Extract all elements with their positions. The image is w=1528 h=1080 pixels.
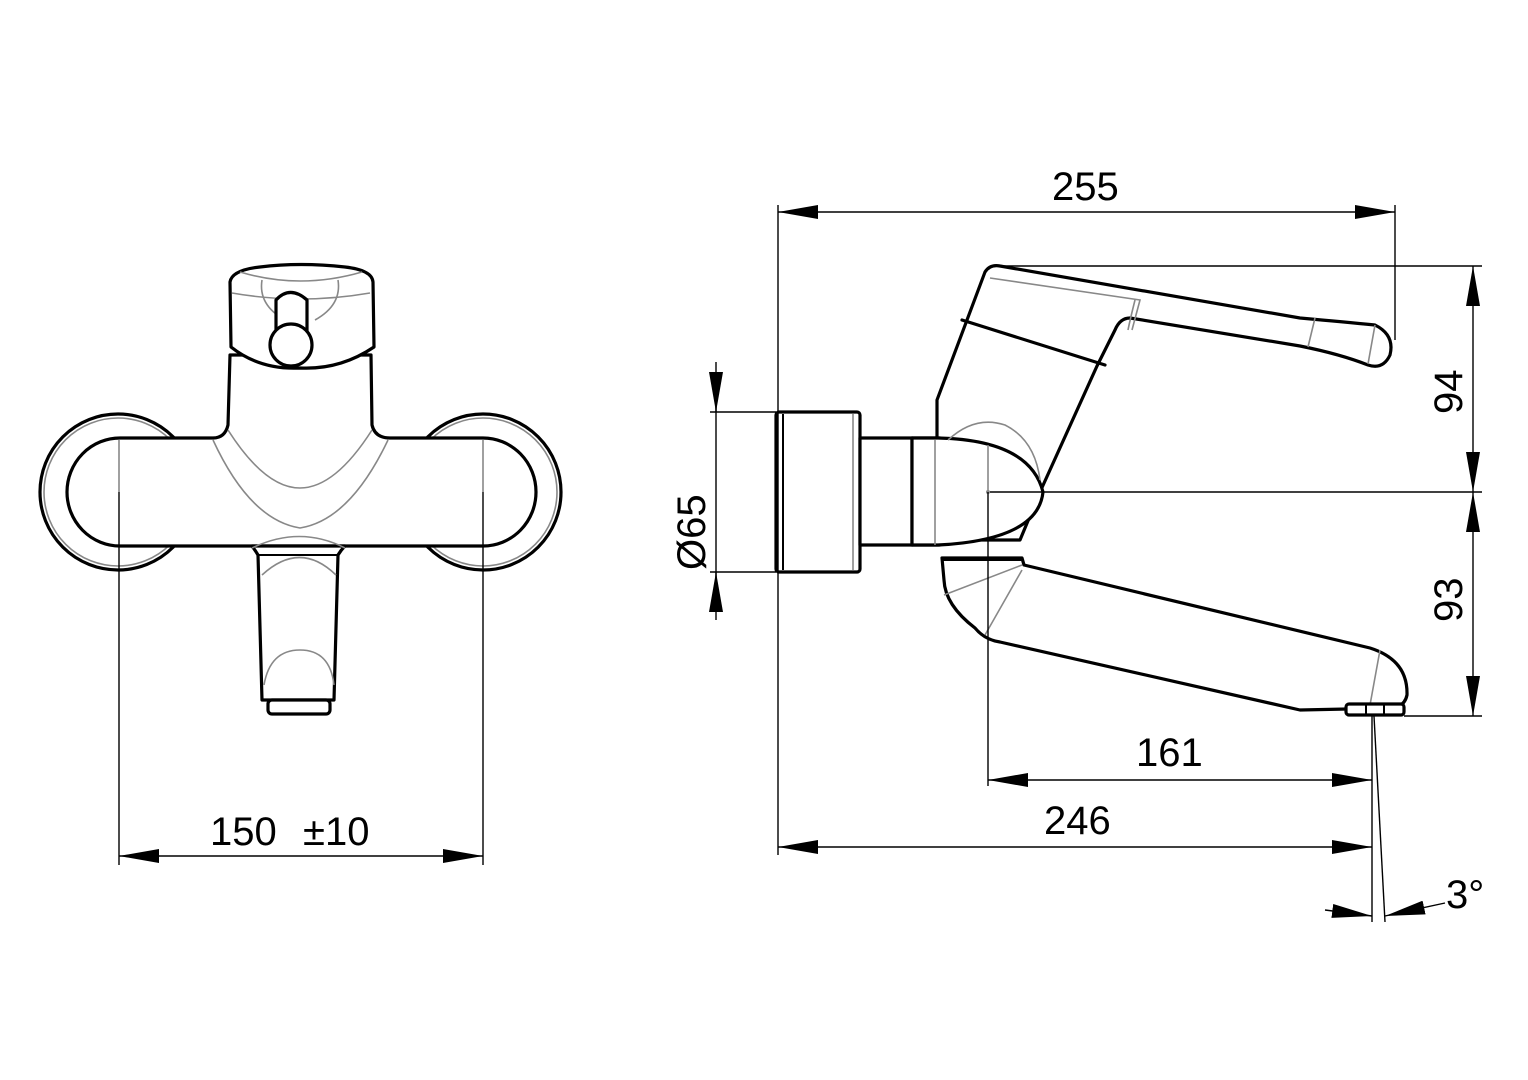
wall-rosette [774,410,862,574]
dimension-angle-label: 3° [1446,873,1484,917]
spout-side [940,556,1409,712]
aerator-front [266,698,332,716]
spout-front [250,544,347,702]
aerator-side [1344,702,1406,717]
dimension-246-label: 246 [1044,799,1111,843]
dimension-diameter-label: Ø65 [670,494,714,570]
dimension-150-label: 150 [210,810,277,854]
lever-handle [935,264,1393,542]
mixer-body [65,353,538,548]
dimension-94-label: 94 [1427,370,1471,415]
dimension-161-label: 161 [1136,731,1203,775]
dimension-255-label: 255 [1052,165,1119,209]
dimension-93-label: 93 [1427,578,1471,623]
lever-knob [268,322,314,368]
front-view: 150 ±10 [38,262,563,865]
tolerance-label: ±10 [303,810,369,854]
side-view: 255 94 93 Ø65 161 246 3° [670,165,1484,923]
